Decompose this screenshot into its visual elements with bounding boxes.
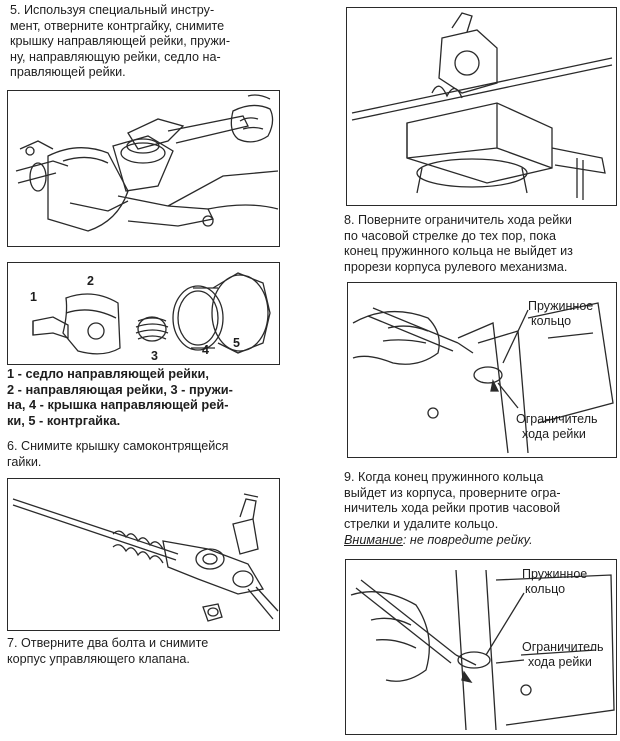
figure-steering-gear	[7, 478, 280, 631]
vise-illustration	[347, 8, 617, 206]
part-label-4: 4	[202, 343, 209, 357]
figure-vise	[346, 7, 617, 206]
limiter-step9-illustration	[346, 560, 617, 735]
parts-caption: 1 - седло направляющей рейки, 2 - направ…	[7, 366, 233, 428]
step-8-text: 8. Поверните ограничитель хода рейки по …	[344, 213, 573, 274]
figure-limiter-step8: Пружинное кольцо Ограничитель хода рейки	[347, 282, 617, 458]
exploded-parts-illustration	[8, 263, 280, 365]
wrench-locknut-illustration	[8, 91, 280, 247]
fig9-label-ring: Пружинное кольцо	[522, 567, 588, 596]
fig8-label-ring: Пружинное кольцо	[528, 299, 594, 328]
steering-gear-illustration	[8, 479, 280, 631]
warning-text: Внимание: не повредите рейку.	[344, 533, 533, 547]
part-label-2: 2	[87, 274, 94, 288]
step-5-text: 5. Используя специальный инстру- мент, о…	[10, 3, 231, 80]
part-label-1: 1	[30, 290, 37, 304]
part-label-5: 5	[233, 336, 240, 350]
step-7-text: 7. Отверните два болта и снимите корпус …	[7, 636, 209, 666]
step-6-text: 6. Снимите крышку самоконтрящейся гайки.	[7, 439, 229, 469]
limiter-step8-illustration	[348, 283, 617, 458]
figure-wrench-locknut	[7, 90, 280, 247]
step-9-text: 9. Когда конец пружинного кольца выйдет …	[344, 470, 561, 531]
warning-label: Внимание	[344, 533, 403, 547]
part-label-3: 3	[151, 349, 158, 363]
figure-limiter-step9: Пружинное кольцо Ограничитель хода рейки	[345, 559, 617, 735]
fig9-label-limiter: Ограничитель хода рейки	[522, 640, 604, 669]
figure-exploded-parts: 1 2 3 4 5	[7, 262, 280, 365]
fig8-label-limiter: Ограничитель хода рейки	[516, 412, 598, 441]
